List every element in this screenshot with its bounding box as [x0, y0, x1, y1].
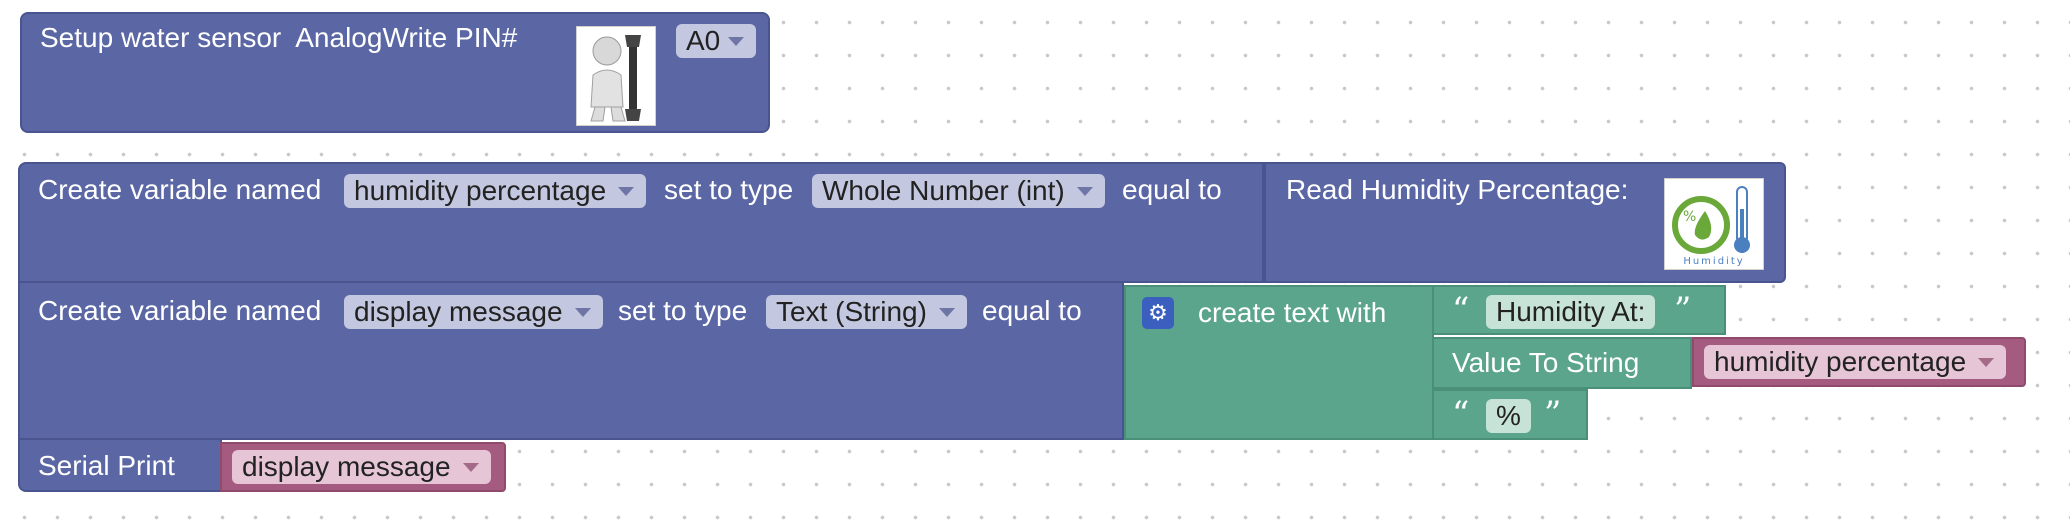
create-variable-display-block[interactable]: Create variable named display message se… [18, 283, 1124, 440]
variable-name-dropdown[interactable]: display message [232, 450, 491, 484]
equal-to-label: equal to [1122, 174, 1222, 205]
chevron-down-icon [462, 463, 479, 472]
serial-print-label: Serial Print [38, 450, 175, 481]
variable-name-dropdown[interactable]: display message [344, 295, 603, 329]
type-dropdown[interactable]: Text (String) [766, 295, 967, 329]
chevron-down-icon [574, 308, 591, 317]
variable-humidity-percentage-block[interactable]: humidity percentage [1692, 337, 2026, 387]
chevron-down-icon [618, 187, 635, 196]
text-field[interactable]: % [1486, 399, 1531, 433]
variable-display-message-block[interactable]: display message [220, 442, 506, 492]
chevron-down-icon [1076, 187, 1093, 196]
equal-to-label: equal to [982, 295, 1082, 326]
close-quote-icon: ” [1544, 394, 1562, 434]
variable-name-dropdown[interactable]: humidity percentage [344, 174, 647, 208]
close-quote-icon: ” [1674, 290, 1692, 330]
humidity-thermometer-icon: % Humidity [1664, 178, 1764, 270]
value-to-string-block[interactable]: Value To String [1432, 337, 1692, 389]
variable-name-dropdown[interactable]: humidity percentage [1704, 345, 2007, 379]
setup-water-sensor-block[interactable]: Setup water sensor AnalogWrite PIN# A0 [20, 12, 770, 133]
humidity-icon-caption: Humidity [1683, 256, 1745, 267]
read-humidity-label: Read Humidity Percentage: [1286, 174, 1629, 205]
type-dropdown[interactable]: Whole Number (int) [812, 174, 1105, 208]
text-humidity-at-block[interactable]: “ Humidity At: ” [1432, 285, 1726, 335]
pin-dropdown[interactable]: A0 [676, 24, 757, 58]
open-quote-icon: “ [1452, 394, 1470, 434]
text-field[interactable]: Humidity At: [1486, 295, 1656, 329]
text-percent-block[interactable]: “ % ” [1432, 389, 1588, 440]
value-to-string-label: Value To String [1452, 347, 1640, 378]
chevron-down-icon [1978, 358, 1995, 367]
chevron-down-icon [728, 37, 745, 46]
create-text-with-block[interactable]: ⚙ create text with [1124, 285, 1434, 440]
gear-icon[interactable]: ⚙ [1142, 297, 1174, 329]
set-type-label: set to type [664, 174, 794, 205]
create-variable-label: Create variable named [38, 174, 322, 205]
create-variable-humidity-block[interactable]: Create variable named humidity percentag… [18, 162, 1264, 283]
read-humidity-block[interactable]: Read Humidity Percentage: % Humidity [1264, 162, 1786, 283]
wrench-person-icon [576, 26, 656, 126]
create-text-with-label: create text with [1198, 297, 1387, 328]
serial-print-block[interactable]: Serial Print [18, 440, 222, 492]
open-quote-icon: “ [1452, 290, 1470, 330]
chevron-down-icon [938, 308, 955, 317]
create-variable-label: Create variable named [38, 295, 322, 326]
set-type-label: set to type [618, 295, 748, 326]
svg-text:%: % [1683, 209, 1696, 225]
setup-water-sensor-label: Setup water sensor AnalogWrite PIN# [40, 22, 518, 53]
